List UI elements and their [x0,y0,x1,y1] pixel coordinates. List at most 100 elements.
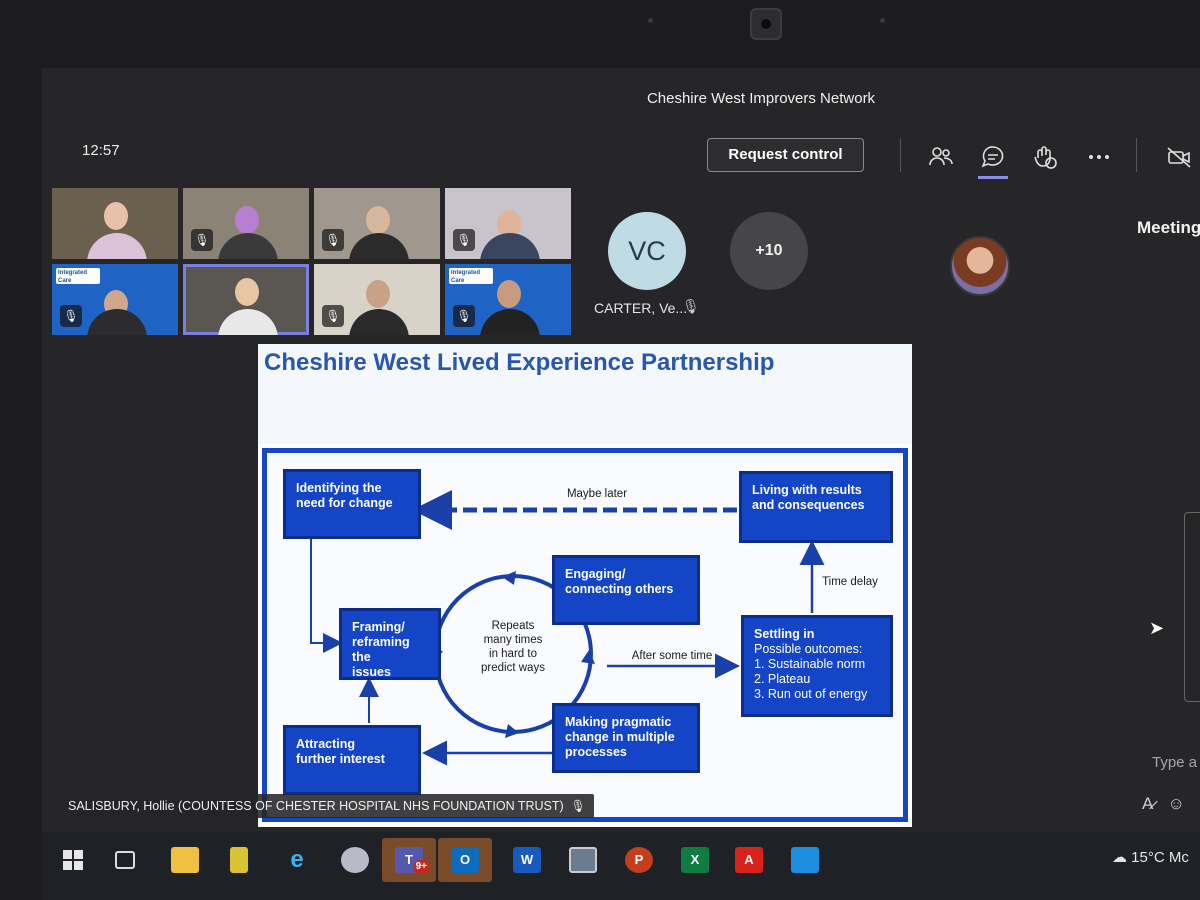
label-repeats: Repeats many times in hard to predict wa… [471,619,555,675]
more-icon[interactable] [1086,144,1112,170]
video-tile[interactable]: Integrated Care 🎙 [445,264,571,335]
box-line: 2. Plateau [754,672,811,686]
video-tile[interactable]: 🎙 [183,188,309,259]
slide-header [258,344,912,444]
label-after-some-time: After some time [631,650,713,662]
excel-icon[interactable]: X [668,838,722,882]
chat-icon[interactable] [980,144,1006,170]
box-line: need for change [296,496,393,510]
windows-start-icon[interactable] [46,838,100,882]
box-line: Framing/ [352,620,405,634]
reactions-icon[interactable] [1032,144,1058,170]
video-tile[interactable]: 🎙 [314,188,440,259]
muted-mic-icon: 🎙 [682,298,700,314]
avatar[interactable] [950,236,1010,296]
snipping-tool-icon[interactable] [328,838,382,882]
box-line: Possible outcomes: [754,642,863,656]
box-line: change in multiple [565,730,675,744]
camera-off-icon[interactable] [1166,144,1192,170]
muted-mic-icon: 🎙 [453,305,475,327]
participant-body [218,233,278,259]
chat-active-indicator [978,176,1008,179]
muted-mic-icon: 🎙 [322,305,344,327]
box-line: Settling in [754,627,815,641]
toolbar-separator [1136,138,1137,172]
internet-explorer-icon[interactable]: e [290,846,304,874]
cycle-arrowhead [502,571,516,585]
participant-head [235,206,259,234]
video-tile[interactable]: Integrated Care 🎙 [52,264,178,335]
shared-slide: Cheshire West Lived Experience Partnersh… [258,344,912,827]
participant-head [366,206,390,234]
video-tile[interactable]: 🎙 [314,264,440,335]
participant-video-grid: 🎙 🎙 🎙 Integrated Care 🎙 🎙 In [52,188,572,338]
word-icon[interactable]: W [500,838,554,882]
label-maybe-later: Maybe later [566,488,628,500]
participant-head [497,280,521,308]
box-line: further interest [296,752,385,766]
participant-head [104,202,128,230]
more-participants-button[interactable]: +10 [730,212,808,290]
box-line: 3. Run out of energy [754,687,868,701]
file-explorer-icon[interactable] [158,838,212,882]
acrobat-icon[interactable]: A [722,838,776,882]
box-line: 1. Sustainable norm [754,657,866,671]
video-tile[interactable]: 🎙 [445,188,571,259]
box-line: Identifying the [296,481,382,495]
yellow-app-icon[interactable] [212,838,266,882]
participant-body [87,233,147,259]
box-identifying-need: Identifying the need for change [283,469,421,539]
slide-title: Cheshire West Lived Experience Partnersh… [264,349,775,376]
toolbar-separator [900,138,901,172]
box-engaging-others: Engaging/ connecting others [552,555,700,625]
label-line: in hard to [489,648,537,660]
teams-notification-badge: 9+ [412,860,430,874]
box-making-pragmatic-change: Making pragmatic change in multiple proc… [552,703,700,773]
box-attracting-interest: Attracting further interest [283,725,421,795]
emoji-icon[interactable]: ☺ [1167,794,1185,813]
box-line: issues [352,665,391,679]
mouse-cursor-icon: ➤ [1149,618,1165,638]
box-line: Living with results [752,483,862,497]
box-line: processes [565,745,627,759]
side-panel-scroll-edge [1184,512,1200,702]
powerpoint-icon[interactable]: P [612,838,666,882]
format-icon[interactable]: A̷ [1142,794,1154,813]
box-line: Engaging/ [565,567,626,581]
participant-body [87,309,147,335]
label-line: Repeats [491,620,535,632]
video-tile-active-speaker[interactable] [183,264,309,335]
side-panel-title: Meeting [1137,218,1200,237]
bezel-dot [880,18,885,23]
presenter-name: SALISBURY, Hollie (COUNTESS OF CHESTER H… [68,799,564,813]
chat-compose-input[interactable]: Type a [1152,754,1198,771]
muted-mic-icon: 🎙 [191,229,213,251]
laptop-bezel-left [0,68,42,900]
task-view-icon[interactable] [98,838,152,882]
teams-icon[interactable]: T 9+ [382,838,436,882]
remote-desktop-icon[interactable] [556,838,610,882]
participant-name: CARTER, Ve... [594,300,688,316]
label-time-delay: Time delay [822,576,878,588]
people-icon[interactable] [928,144,954,170]
laptop-bezel [0,0,1200,68]
muted-mic-icon: 🎙 [60,305,82,327]
weather-widget[interactable]: ☁ 15°C Mc [1112,848,1189,866]
participant-body [349,309,409,335]
video-tile[interactable] [52,188,178,259]
participant-body [218,309,278,335]
participant-avatar-vc[interactable]: VC [608,212,686,290]
integrated-care-logo: Integrated Care [449,268,493,284]
webcam [750,8,782,40]
box-framing-issues: Framing/ reframing the issues [339,608,441,680]
request-control-button[interactable]: Request control [707,138,864,172]
outlook-icon[interactable]: O [438,838,492,882]
photos-icon[interactable] [778,838,832,882]
box-line: connecting others [565,582,674,596]
participant-body [480,233,540,259]
cycle-arrowhead [581,650,595,664]
participant-head [235,278,259,306]
identify-to-frame-arrow [310,539,343,653]
box-living-with-results: Living with results and consequences [739,471,893,543]
participant-head [366,280,390,308]
